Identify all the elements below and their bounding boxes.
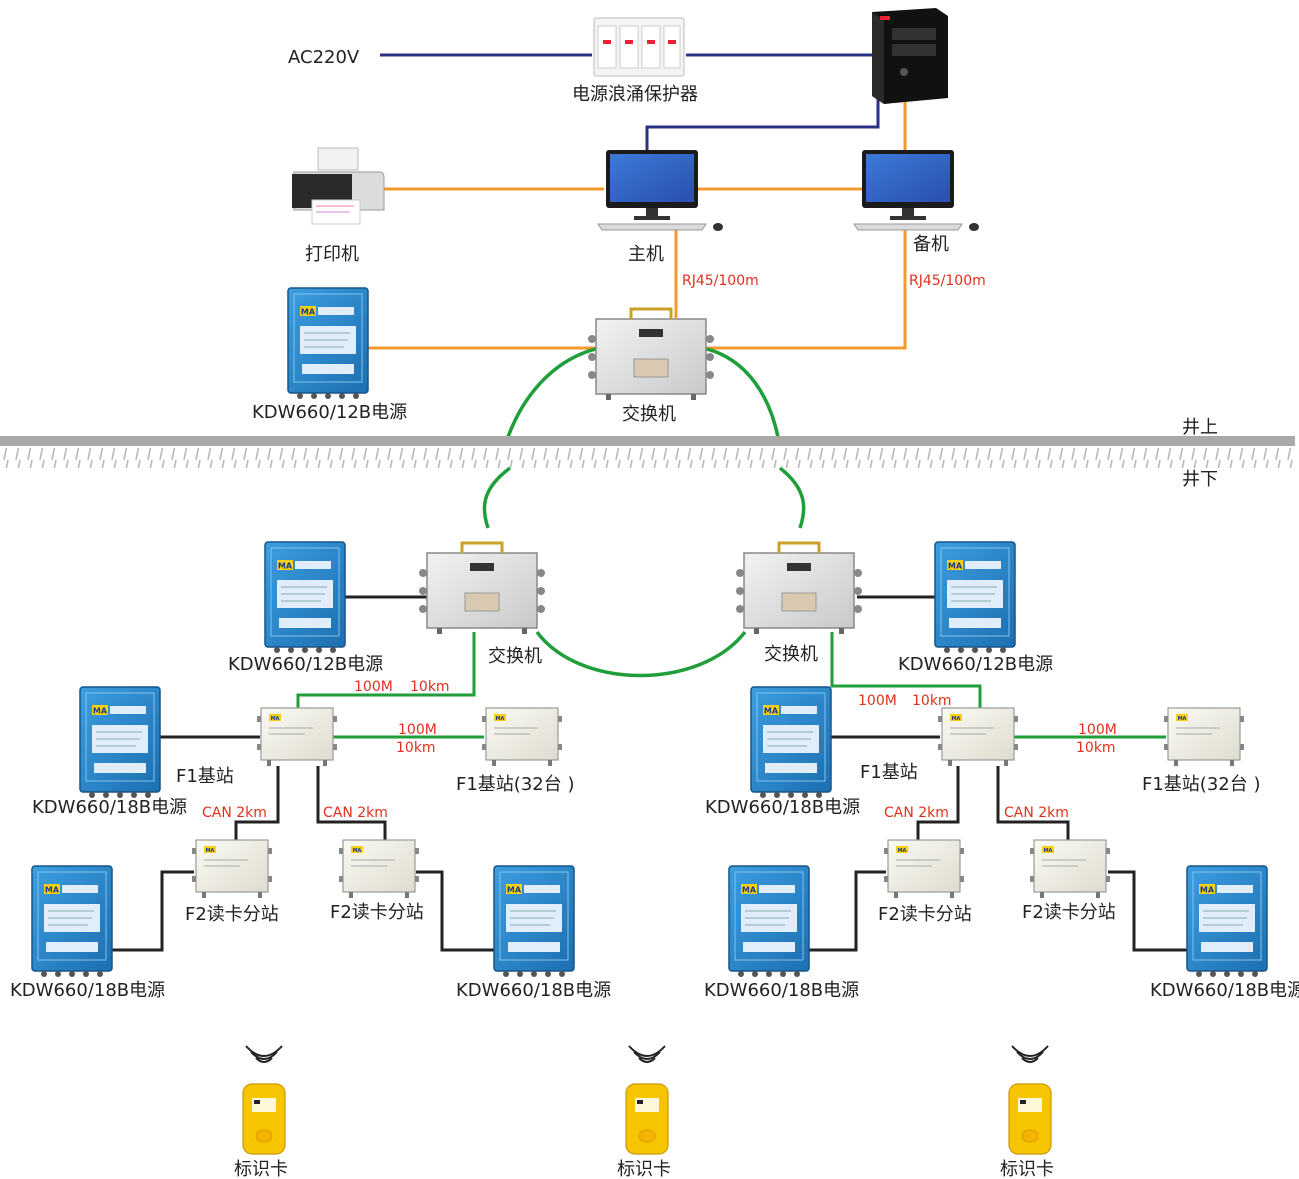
psu-top-icon <box>287 287 369 400</box>
surge-label: 电源浪涌保护器 <box>572 84 698 105</box>
psu18-r2-to-f2-line <box>1108 870 1187 952</box>
f1-32-right-station-icon <box>1163 707 1245 767</box>
server-to-host-line <box>645 95 880 150</box>
link-right-10km: 10km <box>912 693 952 709</box>
id-card-icon <box>1008 1083 1052 1155</box>
f1-32-right-label: F1基站(32台 ) <box>1142 774 1260 795</box>
f1-32-left-label: F1基站(32台 ) <box>456 774 574 795</box>
can-r1-label: CAN 2km <box>884 805 949 821</box>
card2-label: 标识卡 <box>617 1159 671 1179</box>
printer-icon <box>292 147 385 225</box>
switch-left-to-f1-line <box>296 632 476 708</box>
backup-monitor-icon <box>853 149 980 232</box>
card1-label: 标识卡 <box>234 1159 288 1179</box>
backup-label: 备机 <box>913 234 949 255</box>
switch-left-label: 交换机 <box>488 646 542 667</box>
link-left-100m: 100M <box>354 679 393 695</box>
f2-r2-station-icon <box>1029 839 1111 899</box>
ring-lower-arc <box>535 630 747 678</box>
can-l2-label: CAN 2km <box>323 805 388 821</box>
psu18-r1-to-f2-line <box>808 870 886 952</box>
psu18-l2-icon <box>493 865 575 978</box>
wireless-signal-icon <box>628 1045 666 1063</box>
psu18-l1-to-f2-line <box>110 870 194 952</box>
psu12-left-label: KDW660/12B电源 <box>228 654 383 675</box>
switch-top-label: 交换机 <box>622 404 676 425</box>
id-card-icon <box>625 1083 669 1155</box>
switch-top-icon <box>586 307 716 402</box>
wireless-signal-icon <box>1011 1045 1049 1063</box>
host-label: 主机 <box>628 244 664 265</box>
wireless-signal-icon <box>245 1045 283 1063</box>
psu18-l1-label: KDW660/18B电源 <box>10 980 165 1001</box>
f2-r2-label: F2读卡分站 <box>1022 902 1116 923</box>
f2-l1-label: F2读卡分站 <box>185 904 279 925</box>
can-r2-label: CAN 2km <box>1004 805 1069 821</box>
branch-right-100m: 100M <box>1078 722 1117 738</box>
branch-left-100m: 100M <box>398 722 437 738</box>
switch-left-icon <box>417 541 547 636</box>
f2-l2-station-icon <box>338 839 420 899</box>
psu18-f1-left-label: KDW660/18B电源 <box>32 797 187 818</box>
link-left-10km: 10km <box>410 679 450 695</box>
card3-label: 标识卡 <box>1000 1159 1054 1179</box>
ground-divider <box>0 436 1295 468</box>
surge-protector-icon <box>593 17 685 77</box>
above-ground-label: 井上 <box>1182 417 1218 438</box>
psu18-r1-label: KDW660/18B电源 <box>704 980 859 1001</box>
psu18-f1-right-label: KDW660/18B电源 <box>705 797 860 818</box>
psu18-r1-icon <box>728 865 810 978</box>
f1-32-left-station-icon <box>481 707 563 767</box>
f1-left-station-icon <box>256 707 338 767</box>
below-ground-label: 井下 <box>1182 469 1218 490</box>
psu12-right-label: KDW660/12B电源 <box>898 654 1053 675</box>
ring-right-down <box>778 466 806 529</box>
f2-l1-station-icon <box>191 839 273 899</box>
f1-left-can1-line <box>234 766 280 840</box>
f1-left-can2-line <box>316 766 387 840</box>
branch-left-10km: 10km <box>396 740 436 756</box>
psu12-left-icon <box>264 541 346 654</box>
f1-right-label: F1基站 <box>860 762 918 783</box>
can-l1-label: CAN 2km <box>202 805 267 821</box>
psu18-r2-icon <box>1186 865 1268 978</box>
f1-left-label: F1基站 <box>176 766 234 787</box>
printer-label: 打印机 <box>305 244 359 265</box>
rj45-left-label: RJ45/100m <box>682 273 759 289</box>
psu12-right-icon <box>934 541 1016 654</box>
backup-to-switch-line <box>704 228 907 350</box>
f2-l2-label: F2读卡分站 <box>330 902 424 923</box>
psu18-f1-left-icon <box>79 686 161 799</box>
f2-r1-station-icon <box>883 839 965 899</box>
psu18-l2-label: KDW660/18B电源 <box>456 980 611 1001</box>
switch-right-label: 交换机 <box>764 644 818 665</box>
psu18-l2-to-f2-line <box>416 870 494 952</box>
switch-right-icon <box>734 541 864 636</box>
psu18-f1-right-icon <box>750 686 832 799</box>
psu-top-label: KDW660/12B电源 <box>252 402 407 423</box>
switch-right-to-f1-line <box>830 632 982 708</box>
psu18-r2-label: KDW660/18B电源 <box>1150 980 1299 1001</box>
id-card-icon <box>242 1083 286 1155</box>
f1-right-can2-line <box>996 766 1070 840</box>
psu18-l1-icon <box>31 865 113 978</box>
f2-r1-label: F2读卡分站 <box>878 904 972 925</box>
link-right-100m: 100M <box>858 693 897 709</box>
f1-right-can1-line <box>916 766 960 840</box>
server-tower-icon <box>872 8 948 104</box>
f1-right-station-icon <box>937 707 1019 767</box>
ac-label: AC220V <box>288 47 360 68</box>
rj45-right-label: RJ45/100m <box>909 273 986 289</box>
ring-left-down <box>482 466 512 529</box>
branch-right-10km: 10km <box>1076 740 1116 756</box>
